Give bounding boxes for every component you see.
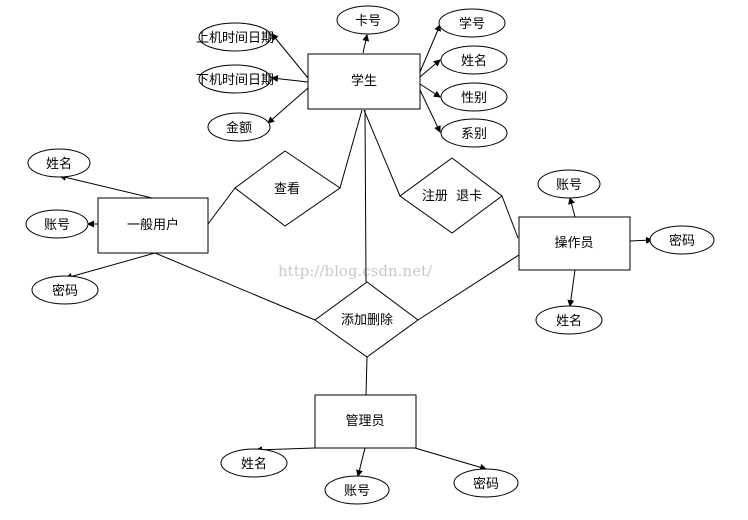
relationship-label: 注册 退卡	[422, 189, 482, 204]
arrow-student-balance	[267, 87, 309, 124]
attr-user-account[interactable]: 账号	[25, 209, 89, 239]
arrow-user-name	[59, 173, 153, 199]
entity-label: 操作员	[554, 235, 593, 251]
attr-user-name[interactable]: 姓名	[27, 148, 91, 178]
attr-student-id[interactable]: 学号	[438, 8, 506, 38]
relationship-label: 查看	[274, 181, 300, 197]
attr-label: 上机时间日期	[196, 31, 274, 46]
attr-student-department[interactable]: 系别	[440, 118, 508, 148]
attr-label: 密码	[52, 283, 78, 299]
attr-label: 姓名	[241, 456, 267, 472]
arrow-student-department	[419, 89, 441, 133]
relationship-register-cancel[interactable]: 注册 退卡	[399, 157, 503, 234]
entity-general-user[interactable]: 一般用户	[97, 197, 209, 254]
arrow-student-logouttime	[271, 75, 309, 83]
connector-user-adddelete	[154, 252, 316, 321]
entity-operator[interactable]: 操作员	[518, 216, 631, 271]
arrow-operator-password	[629, 236, 653, 244]
attribute-connectors	[59, 24, 653, 477]
arrow-student-name	[419, 59, 441, 78]
attr-label: 性别	[461, 91, 487, 106]
connector-student-view	[339, 109, 363, 189]
attr-admin-password[interactable]: 密码	[453, 468, 519, 498]
attr-admin-account[interactable]: 账号	[324, 475, 390, 505]
arrow-operator-name	[567, 269, 576, 307]
attr-label: 姓名	[461, 53, 487, 69]
entity-label: 管理员	[345, 414, 384, 429]
attr-student-logout-time[interactable]: 下机时间日期	[196, 64, 274, 94]
arrow-admin-account	[356, 447, 366, 477]
arrow-user-password	[65, 252, 156, 280]
entity-label: 一般用户	[127, 217, 179, 233]
attr-user-password[interactable]: 密码	[31, 275, 99, 305]
attr-label: 系别	[461, 127, 487, 142]
attr-student-gender[interactable]: 性别	[440, 82, 508, 112]
relationship-label: 添加删除	[341, 313, 393, 328]
attr-label: 姓名	[556, 313, 582, 329]
attr-label: 金额	[226, 120, 252, 136]
attr-student-name[interactable]: 姓名	[440, 45, 508, 75]
attr-student-login-time[interactable]: 上机时间日期	[196, 22, 274, 52]
entity-label: 学生	[351, 73, 377, 89]
attr-student-cardno[interactable]: 卡号	[336, 5, 400, 35]
connector-operator-register	[501, 195, 519, 239]
attr-operator-account[interactable]: 账号	[537, 169, 601, 199]
arrow-student-cardno	[362, 34, 370, 54]
attr-label: 下机时间日期	[196, 73, 274, 88]
attr-label: 账号	[556, 178, 582, 193]
attr-student-balance[interactable]: 金额	[207, 112, 271, 142]
attr-label: 密码	[473, 476, 499, 492]
attr-label: 卡号	[355, 14, 381, 29]
connector-student-adddelete	[364, 109, 367, 283]
attr-label: 密码	[669, 233, 695, 249]
connector-operator-adddelete	[417, 252, 523, 321]
arrow-student-logintime	[271, 33, 309, 79]
arrow-student-id	[419, 24, 441, 73]
relationship-view[interactable]: 查看	[234, 150, 341, 227]
attr-label: 账号	[44, 218, 70, 233]
connector-student-register	[363, 109, 401, 197]
arrow-student-gender	[419, 83, 441, 98]
relationship-add-delete[interactable]: 添加删除	[314, 281, 419, 358]
connector-user-view	[207, 187, 236, 225]
attr-label: 学号	[459, 16, 485, 32]
attr-label: 账号	[344, 484, 370, 499]
watermark: http://blog.csdn.net/	[278, 262, 433, 280]
attr-operator-name[interactable]: 姓名	[535, 305, 603, 335]
connector-admin-adddelete	[365, 356, 368, 396]
arrow-operator-account	[568, 197, 576, 218]
relationship-connectors	[154, 109, 523, 396]
attr-label: 姓名	[46, 156, 72, 172]
attr-operator-password[interactable]: 密码	[649, 225, 715, 255]
entity-student[interactable]: 学生	[307, 53, 421, 110]
arrow-admin-password	[414, 447, 487, 471]
entity-admin[interactable]: 管理员	[314, 394, 417, 449]
attr-admin-name[interactable]: 姓名	[220, 448, 288, 478]
